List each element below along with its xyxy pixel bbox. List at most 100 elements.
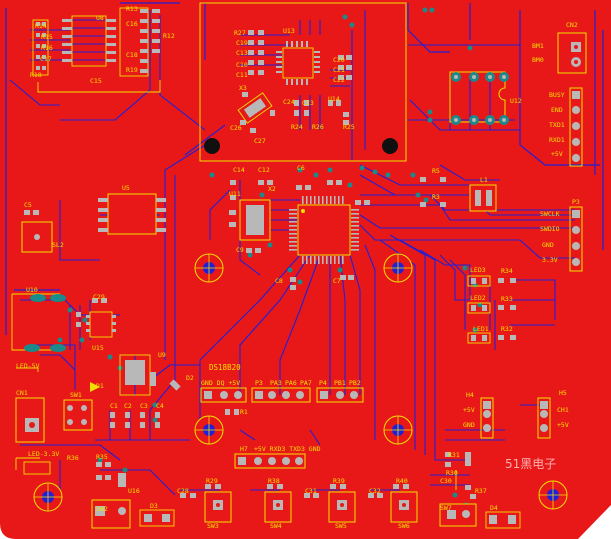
label-busy: BUSY: [549, 91, 565, 99]
label-p4-hdr: P4: [319, 379, 327, 387]
label-r19: R19: [126, 66, 138, 74]
label-c21: C21: [333, 66, 345, 74]
label-c15: C15: [90, 77, 102, 85]
label-c23: C23: [302, 99, 314, 107]
label-c12: C12: [258, 166, 270, 174]
header-busy: [569, 87, 583, 167]
label-l1: L1: [480, 176, 488, 184]
led-resistors: [467, 275, 516, 344]
label-sw1: SW1: [70, 391, 82, 399]
label-c30: C30: [440, 477, 452, 485]
tact-switches: [180, 484, 418, 523]
label-c31: C31: [305, 487, 317, 495]
label-c18: C18: [126, 51, 138, 59]
label-p3-hdr: P3: [255, 379, 263, 387]
label-led1: LED1: [473, 325, 489, 333]
label-c13: C13: [236, 49, 248, 57]
label-cn2: CN2: [566, 21, 578, 29]
u11-crystal: [229, 180, 273, 253]
label-gnd-a: GND: [542, 241, 554, 249]
label-c26: C26: [230, 124, 242, 132]
label-r26: R26: [312, 123, 324, 131]
label-u11: U11: [229, 190, 241, 198]
label-c14: C14: [233, 166, 245, 174]
bottom-left-parts: [15, 457, 175, 529]
label-r12: R12: [163, 32, 175, 40]
label-r38: R38: [268, 477, 280, 485]
label-d3: D3: [150, 502, 158, 510]
label-u8: U8: [96, 14, 104, 22]
label-r35: R35: [96, 453, 108, 461]
label-p3: P3: [572, 198, 580, 206]
u10-u15-area: [11, 293, 156, 396]
label-r34: R34: [501, 267, 513, 275]
label-h4: H4: [466, 391, 474, 399]
label-c22: C22: [333, 76, 345, 84]
label-p5v-h4: +5V: [463, 406, 475, 414]
label-cn1: CN1: [16, 389, 28, 397]
label-r27: R27: [234, 29, 246, 37]
label-pb1: PB1: [334, 379, 346, 387]
label-r13: R13: [126, 5, 138, 13]
sw7-d4: [439, 452, 521, 529]
label-r14: R14: [35, 22, 47, 30]
label-c17: C17: [40, 55, 52, 63]
label-x3: X3: [239, 84, 247, 92]
label-pa3: PA3: [270, 379, 282, 387]
label-sl2: SL2: [52, 241, 64, 249]
label-r33: R33: [501, 295, 513, 303]
label-d4: D4: [490, 504, 498, 512]
label-c4: C4: [156, 402, 164, 410]
label-u12: U12: [510, 97, 522, 105]
label-swclk: SWCLK: [540, 210, 560, 218]
label-ch1: CH1: [557, 406, 569, 414]
mount-hole-u13-right: [382, 138, 398, 154]
label-h5: H5: [559, 389, 567, 397]
label-c20: C20: [333, 56, 345, 64]
label-sw2: SW2: [96, 505, 108, 513]
label-c28: C28: [177, 487, 189, 495]
cn1-sw1: [15, 367, 181, 443]
label-c5: C5: [24, 201, 32, 209]
label-ds18b20: DS18B20: [209, 363, 241, 372]
label-r24: R24: [291, 123, 303, 131]
label-sw7: SW7: [440, 504, 452, 512]
u13-module: [199, 2, 407, 162]
label-r15: R15: [41, 33, 53, 41]
label-c7: C7: [333, 277, 341, 285]
label-r3: R3: [432, 193, 440, 201]
edge-traces: [5, 2, 604, 335]
label-u9: U9: [158, 351, 166, 359]
sl2-part: [21, 210, 53, 253]
label-r31: R31: [448, 451, 460, 459]
label-p5v-h5: +5V: [557, 421, 569, 429]
u5-ic: [98, 193, 166, 235]
u8-ic: [32, 7, 161, 93]
label-c2: C2: [124, 402, 132, 410]
label-r18: R18: [30, 71, 42, 79]
label-bm1: BM1: [532, 42, 544, 50]
label-p5v-a: +5V: [551, 150, 563, 158]
label-led3: LED3: [470, 266, 486, 274]
u12-dip: [449, 71, 509, 125]
label-sw6: SW6: [398, 522, 410, 530]
label-c27: C27: [254, 137, 266, 145]
label-r30: R30: [446, 469, 458, 477]
label-led33v: LED-3.3V: [28, 450, 60, 458]
label-led2: LED2: [470, 294, 486, 302]
label-u14: U14: [328, 95, 340, 103]
label-r37: R37: [475, 487, 487, 495]
label-r5: R5: [432, 167, 440, 175]
watermark-text: 51黑电子: [505, 457, 557, 471]
label-rxd1: RXD1: [549, 136, 565, 144]
label-r40: R40: [396, 477, 408, 485]
label-u16: U16: [128, 487, 140, 495]
cn2-connector: [557, 32, 587, 74]
label-c29: C29: [93, 293, 105, 301]
label-swdio: SWDIO: [540, 225, 560, 233]
label-gnd-dq-5v: GND DQ +5V: [201, 379, 241, 387]
label-led5v: LED-5V: [16, 362, 40, 370]
label-r16: R16: [41, 44, 53, 52]
label-c16: C16: [126, 20, 138, 28]
